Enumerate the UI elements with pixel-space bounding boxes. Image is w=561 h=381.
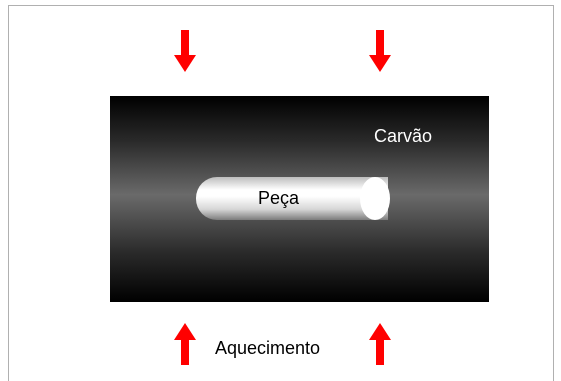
coal-label: Carvão: [374, 126, 433, 146]
workpiece-end-face: [360, 177, 390, 220]
arrow-up-icon: [174, 323, 196, 365]
arrow-down-icon: [174, 30, 196, 72]
diagram-frame: [8, 5, 554, 381]
arrow-down-icon: [369, 30, 391, 72]
arrow-up-icon: [369, 323, 391, 365]
workpiece-cylinder: [196, 177, 388, 220]
workpiece-label: Peça: [258, 188, 300, 208]
heating-label: Aquecimento: [215, 338, 321, 358]
